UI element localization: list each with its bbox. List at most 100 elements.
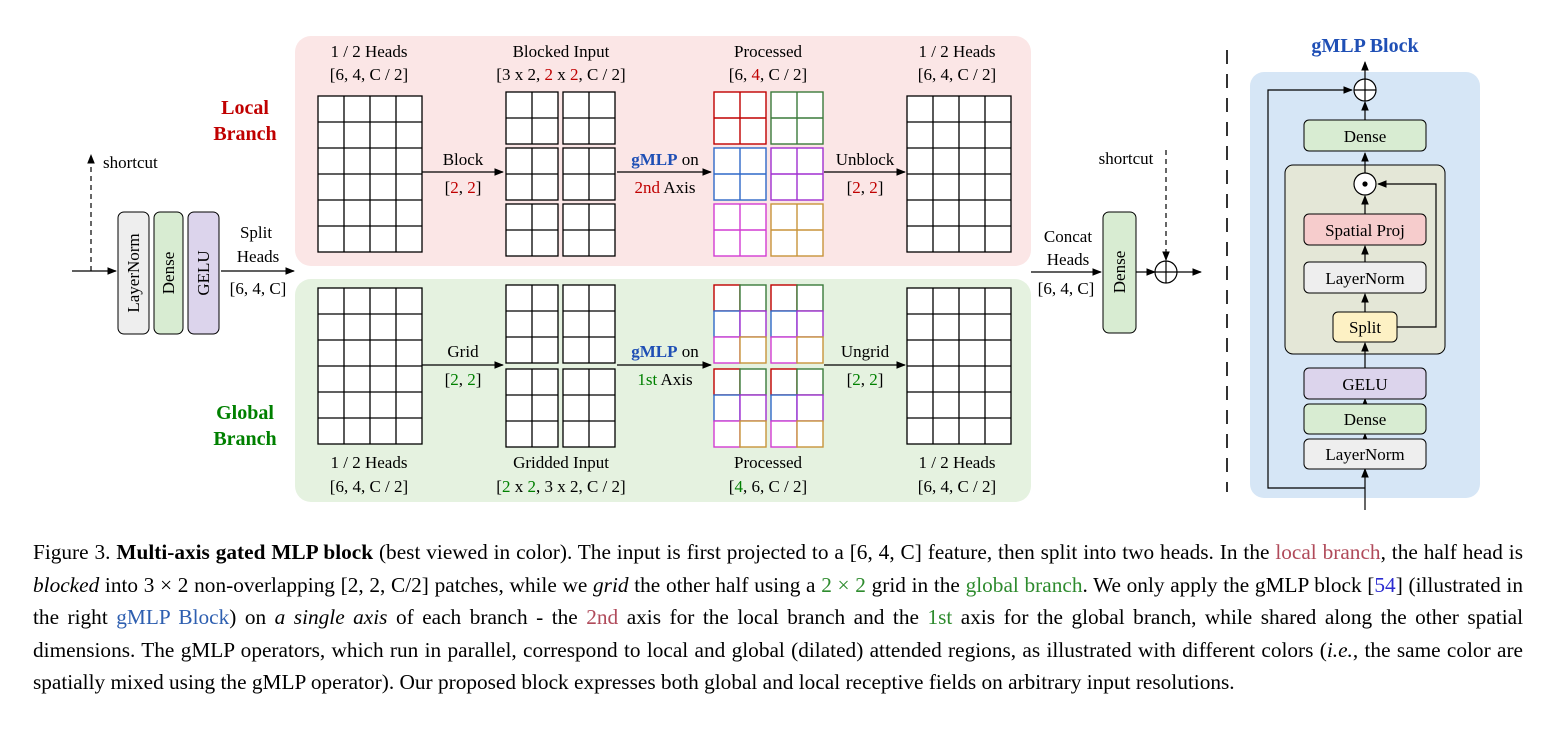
gelu-label-left: GELU (194, 250, 213, 295)
caption-text: . We only apply the gMLP block [ (1082, 572, 1375, 597)
concat-heads-label-3: [6, 4, C] (1038, 279, 1095, 298)
global-branch-panel (295, 279, 1031, 502)
gmlp-spatial-proj-label: Spatial Proj (1325, 221, 1405, 240)
layernorm-box-left (117, 211, 150, 335)
global-processed-cell-0-0-1-0 (713, 310, 741, 338)
global-grid-0-0 (505, 284, 559, 364)
gmlp-layernorm-inner-box (1303, 261, 1427, 294)
shortcut-left-label: shortcut (103, 153, 158, 172)
gmlp-spatial-proj-box (1303, 213, 1427, 246)
caption-gmlp-block: gMLP Block (116, 605, 230, 629)
global-processed-cell-0-1-0-1 (796, 284, 824, 312)
global-col4-label-2: [6, 4, C / 2] (918, 477, 996, 496)
global-processed-cell-1-1-0-0 (770, 368, 798, 396)
global-processed-cell-1-0-0-0 (713, 368, 741, 396)
caption-emphasis: blocked (33, 572, 100, 597)
caption-citation-link[interactable]: 54 (1374, 572, 1396, 597)
split-heads-label-1: Split (240, 223, 272, 242)
local-op3-label-2: [2, 2] (847, 178, 884, 197)
local-col3-label-1: Processed (734, 42, 802, 61)
global-branch-title: Global (216, 402, 274, 424)
global-processed-cell-0-0-0-1 (739, 284, 767, 312)
gmlp-layernorm-inner-label: LayerNorm (1325, 269, 1404, 288)
global-branch-title-2: Branch (213, 428, 276, 450)
global-processed-cell-1-1-2-1 (796, 420, 824, 448)
global-grid-1-0 (505, 368, 559, 448)
local-output-grid (906, 95, 1012, 253)
global-col4-label-1: 1 / 2 Heads (919, 453, 996, 472)
gmlp-dense-bottom-box (1303, 403, 1427, 435)
gmlp-residual (1267, 86, 1365, 489)
global-processed-cell-0-1-0-0 (770, 284, 798, 312)
gmlp-split-box (1332, 311, 1398, 343)
global-col2-label-1: Gridded Input (513, 453, 609, 472)
global-processed-cell-1-0-1-0 (713, 394, 741, 422)
global-processed-cell-1-0-2-1 (739, 420, 767, 448)
caption-2nd-axis: 2nd (586, 605, 619, 629)
global-processed-cell-0-0-2-1 (739, 336, 767, 364)
dense-label-right: Dense (1110, 251, 1129, 293)
global-input-grid (317, 287, 423, 445)
caption-text: the other half using a (628, 572, 822, 597)
local-processed-block-2-1 (770, 203, 824, 257)
local-branch-panel (295, 36, 1031, 266)
caption-emphasis: a single axis (274, 605, 388, 629)
gmlp-gelu-label: GELU (1342, 375, 1387, 394)
local-branch-title: Local (221, 97, 269, 119)
local-col2-label-2: [3 x 2, 2 x 2, C / 2] (496, 65, 625, 84)
global-op2-label-2: 1st Axis (637, 370, 692, 389)
local-block-1-0 (505, 147, 559, 201)
caption-text: ] (illustrated in the right (33, 572, 1523, 630)
global-col1-label-1: 1 / 2 Heads (331, 453, 408, 472)
caption-figure-number: Figure 3. (33, 540, 117, 564)
global-processed-cell-0-1-1-1 (796, 310, 824, 338)
global-output-grid (906, 287, 1012, 445)
split-heads-label-2: Heads (237, 247, 279, 266)
global-processed-cell-0-1-2-1 (796, 336, 824, 364)
local-col4-label-2: [6, 4, C / 2] (918, 65, 996, 84)
local-processed-block-0-0 (713, 91, 767, 145)
circled-plus-icon (1353, 78, 1377, 102)
concat-heads-label-1: Concat (1044, 227, 1092, 246)
gmlp-gelu-box (1303, 367, 1427, 400)
gelu-box-left (187, 211, 220, 335)
multi-axis-gmlp-diagram: Local Branch Global Branch shortcut Laye… (72, 35, 1480, 510)
global-processed-cell-0-1-2-0 (770, 336, 798, 364)
global-processed-cell-1-1-2-0 (770, 420, 798, 448)
global-op1-label-2: [2, 2] (445, 370, 482, 389)
local-op2-label-1: gMLP on (631, 150, 699, 169)
global-processed-cell-1-1-1-1 (796, 394, 824, 422)
concat-heads-label-2: Heads (1047, 250, 1089, 269)
local-processed-block-1-0 (713, 147, 767, 201)
layernorm-label-left: LayerNorm (124, 233, 143, 312)
caption-text: into 3 × 2 non-overlapping [2, 2, C/2] p… (99, 572, 594, 597)
local-processed-block-0-1 (770, 91, 824, 145)
caption-emphasis: grid (593, 572, 629, 597)
global-processed-cell-0-0-0-0 (713, 284, 741, 312)
local-col4-label-1: 1 / 2 Heads (919, 42, 996, 61)
gmlp-split-label: Split (1349, 318, 1381, 337)
caption-text: grid in the (865, 572, 966, 597)
global-processed-cell-1-0-1-1 (739, 394, 767, 422)
local-col3-label-2: [6, 4, C / 2] (729, 65, 807, 84)
global-processed-cell-1-1-1-0 (770, 394, 798, 422)
gmlp-gate-bypass (1377, 180, 1437, 328)
global-op2-label-1: gMLP on (631, 342, 699, 361)
caption-local-branch: local branch (1275, 540, 1381, 564)
global-processed-cell-1-0-2-0 (713, 420, 741, 448)
global-processed-cell-0-0-1-1 (739, 310, 767, 338)
caption-text: of each branch - the (387, 605, 587, 629)
global-grid-0-1 (562, 284, 616, 364)
caption-text: , the same color are spatially mixed usi… (33, 637, 1523, 695)
caption-text: axis for the local branch and the (618, 605, 928, 629)
local-op3-label-1: Unblock (836, 150, 895, 169)
local-block-1-1 (562, 147, 616, 201)
gmlp-layernorm-bottom-box (1303, 438, 1427, 470)
global-col1-label-2: [6, 4, C / 2] (330, 477, 408, 496)
local-processed-block-2-0 (713, 203, 767, 257)
gmlp-block-title: gMLP Block (1311, 35, 1419, 57)
caption-1st-axis: 1st (927, 605, 953, 629)
local-block-0-0 (505, 91, 559, 145)
global-grid-1-1 (562, 368, 616, 448)
global-op3-label-1: Ungrid (841, 342, 890, 361)
